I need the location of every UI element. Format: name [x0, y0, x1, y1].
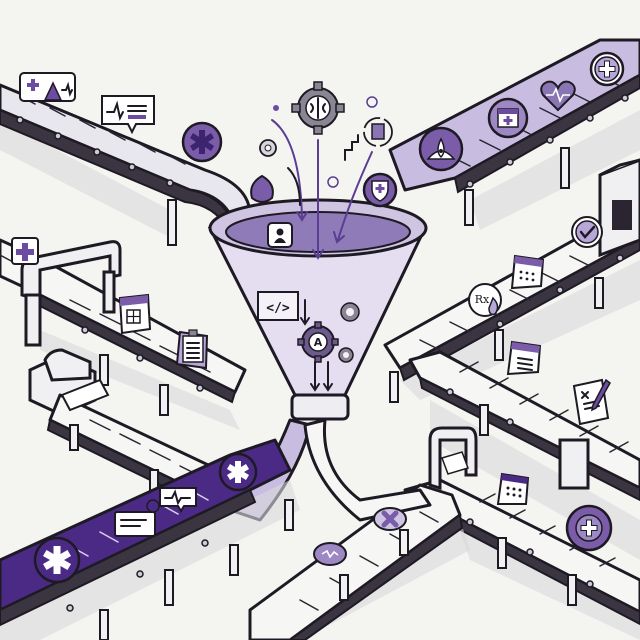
heart-pulse-icon — [540, 80, 576, 112]
svg-text:A: A — [314, 336, 323, 349]
down-arrow-icon — [271, 119, 373, 260]
check-badge — [571, 216, 603, 248]
star-of-life-badge — [218, 452, 258, 492]
star-of-life-badge — [181, 121, 223, 163]
dot-icon — [273, 105, 279, 111]
leaf-badge — [250, 174, 274, 203]
gear-a-icon: A — [297, 321, 339, 363]
calendar-dots — [496, 472, 530, 505]
calendar-notes — [506, 340, 542, 376]
rx-bubble: Rx — [468, 283, 502, 317]
small-gear-icon — [338, 347, 354, 363]
pulse-message-card — [159, 487, 197, 513]
bottom-left-belt-items — [33, 452, 258, 584]
document-refresh-icon — [363, 117, 393, 147]
eye-alert-badge — [418, 126, 464, 172]
top-left-belt — [0, 83, 252, 246]
plus-badge — [589, 51, 625, 87]
brain-gear-icon — [291, 81, 345, 135]
signed-document — [572, 378, 611, 426]
calendar-plus-badge — [487, 97, 529, 139]
dot-icon — [327, 176, 339, 188]
plus-tile — [11, 237, 39, 265]
printed-document — [60, 378, 110, 412]
clipboard — [175, 329, 209, 370]
bottom-right-belt-items — [313, 426, 613, 566]
scanner-gate — [428, 426, 478, 491]
incoming-stream — [259, 81, 393, 260]
scanner-machine — [20, 240, 122, 347]
cross-token — [373, 507, 407, 531]
gear-icon — [259, 139, 277, 157]
person-card — [267, 222, 293, 248]
plus-badge — [565, 504, 613, 552]
code-brackets-icon: </> — [257, 291, 299, 321]
message-card — [114, 499, 160, 537]
top-right-belt-items — [362, 51, 625, 208]
gear-icon — [340, 302, 360, 322]
star-of-life-badge — [33, 536, 81, 584]
medical-shield-badge — [362, 172, 398, 208]
svg-text:</>: </> — [266, 301, 290, 316]
plus-warning-pulse-card — [19, 72, 76, 102]
bar-chart-icon — [344, 134, 359, 161]
right-middle-belt-items: Rx — [468, 216, 611, 426]
right-machine-box — [598, 158, 640, 258]
dot-icon — [366, 96, 378, 108]
down-arrows-icon — [300, 299, 333, 392]
svg-text:Rx: Rx — [475, 293, 490, 306]
calendar-dots — [510, 254, 545, 290]
funnel-neck — [290, 393, 350, 421]
pulse-token — [313, 542, 347, 566]
top-left-belt-items — [19, 72, 293, 248]
bottom-middle-belt — [248, 483, 470, 640]
pulse-message-card — [101, 95, 155, 135]
left-middle-belt-items — [11, 237, 209, 370]
calendar-grid — [118, 293, 152, 335]
